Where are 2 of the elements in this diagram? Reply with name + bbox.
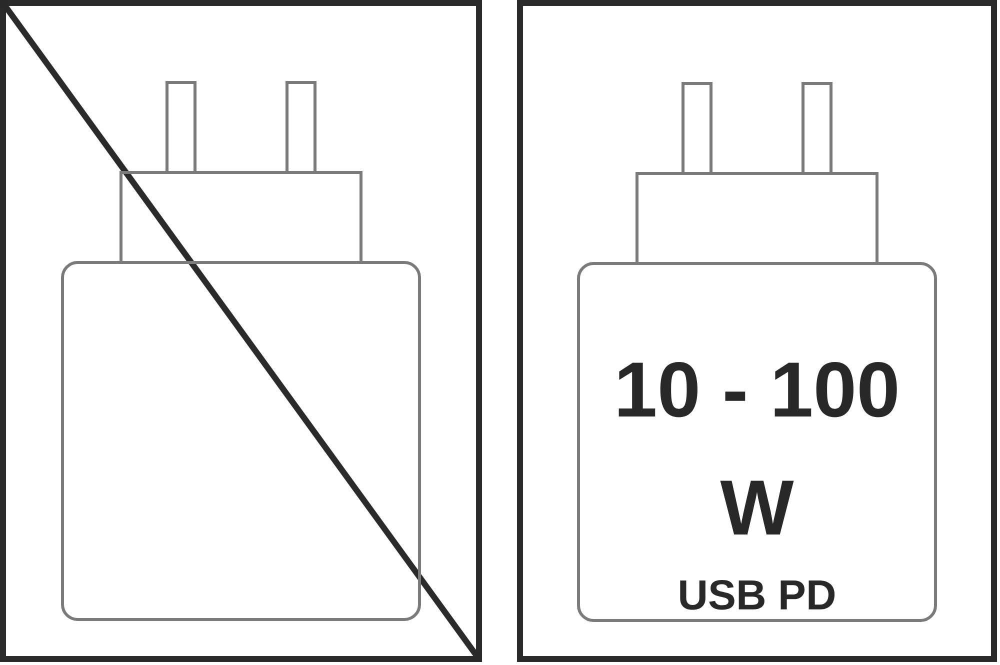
panel-frame [0, 0, 482, 662]
charger-drawing [61, 81, 421, 621]
